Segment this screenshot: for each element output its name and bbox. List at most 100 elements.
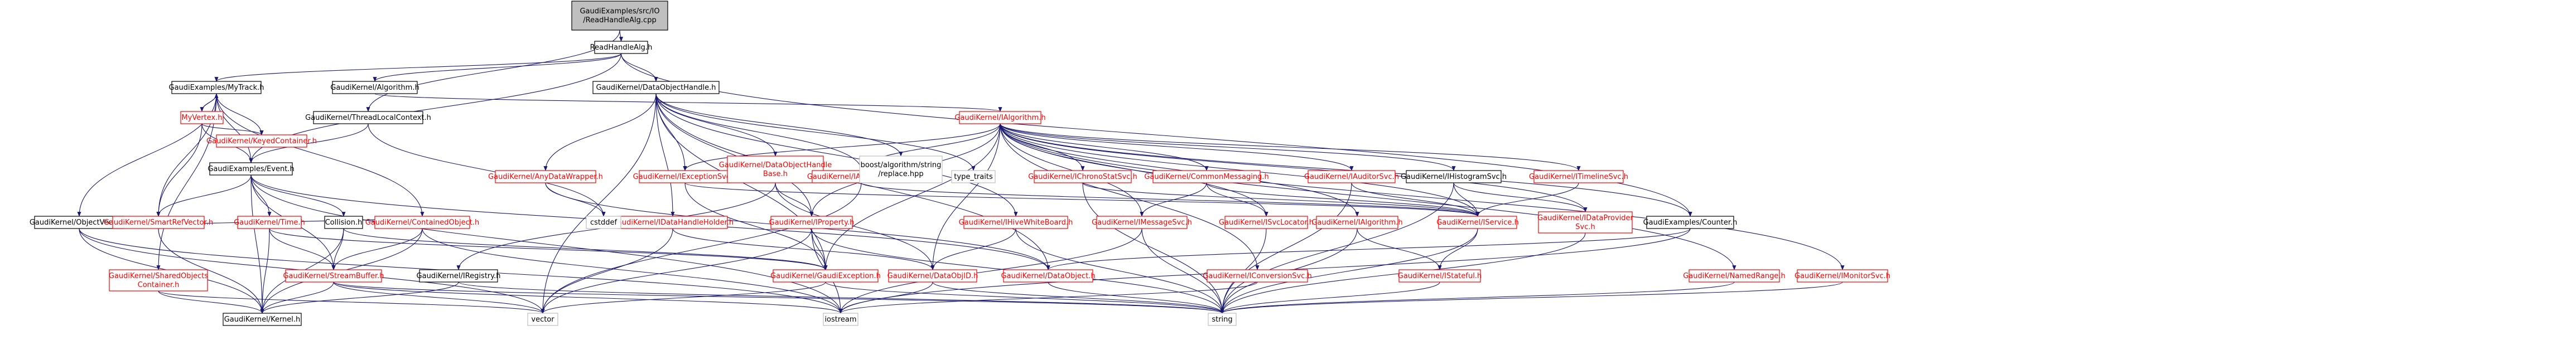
node-box: [594, 41, 648, 54]
node-objectvector[interactable]: GaudiKernel/ObjectVector.h: [30, 216, 129, 229]
edge-sharedobjects-to-kernel: [158, 290, 264, 314]
node-commonmessaging[interactable]: GaudiKernel/CommonMessaging.h: [1144, 170, 1269, 183]
node-box: [1406, 170, 1502, 183]
node-ialgorithm[interactable]: GaudiKernel/IAlgorithm.h: [954, 111, 1046, 124]
node-mytrack[interactable]: GaudiExamples/MyTrack.h: [169, 81, 264, 94]
node-iproperty[interactable]: GaudiKernel/IProperty.h: [769, 216, 855, 229]
edge-itimelinesvc-to-iservice: [1475, 182, 1579, 217]
node-time[interactable]: GaudiKernel/Time.h: [234, 216, 305, 229]
node-box: [527, 313, 558, 326]
edge-streambuffer-to-kernel: [260, 281, 334, 314]
node-label: GaudiKernel/IDataHandleHolder.h: [612, 218, 734, 227]
node-dataobject[interactable]: GaudiKernel/DataObject.h: [1001, 269, 1096, 283]
node-ihistogramsvc[interactable]: GaudiKernel/IHistogramSvc.h: [1401, 170, 1507, 183]
edge-ialgorithm-to-counter: [1000, 123, 1692, 217]
node-label: ReadHandleAlg.h: [590, 43, 653, 52]
node-dohandle[interactable]: GaudiKernel/DataObjectHandle.h: [592, 81, 720, 94]
edge-imonitorsvc-to-string: [1220, 281, 1843, 314]
node-box: [313, 111, 423, 124]
node-label: Base.h: [763, 170, 788, 178]
edge-readhandle-to-dohandle: [620, 53, 658, 82]
edge-ialgorithm-to-iexceptionsvc: [683, 123, 1001, 171]
edge-dohandle-to-anydatawrapper: [543, 93, 657, 171]
node-box: [727, 156, 824, 183]
node-box: [823, 313, 858, 326]
node-kernel[interactable]: GaudiKernel/Kernel.h: [223, 313, 302, 326]
node-imessagesvc[interactable]: GaudiKernel/IMessageSvc.h: [1092, 216, 1192, 229]
edge-ialgorithm-to-gaudiexception: [823, 123, 1001, 270]
node-label: boost/algorithm/string: [861, 161, 942, 169]
edge-ialgorithm-to-isvclocator: [1000, 123, 1268, 217]
node-box: [171, 81, 262, 94]
edge-gaudiexception-to-vector: [541, 281, 826, 314]
edge-ialgorithm-to-iservice: [1000, 123, 1480, 217]
node-event[interactable]: GaudiExamples/Event.h: [208, 162, 295, 176]
node-iconversionsvc[interactable]: GaudiKernel/IConversionSvc.h: [1203, 269, 1312, 283]
node-box: [1152, 170, 1261, 183]
node-label: GaudiKernel/IService.h: [1436, 218, 1519, 227]
node-box: [1207, 269, 1308, 283]
edge-event-to-smartrefvector: [156, 174, 252, 217]
edge-time-to-kernel: [260, 228, 270, 314]
node-iregistry[interactable]: GaudiKernel/IRegistry.h: [417, 269, 501, 283]
node-istateful[interactable]: GaudiKernel/IStateful.h: [1398, 269, 1482, 283]
node-itimelinesvc[interactable]: GaudiKernel/ITimelineSvc.h: [1529, 170, 1628, 183]
node-algorithm[interactable]: GaudiKernel/Algorithm.h: [330, 81, 419, 94]
node-label: GaudiKernel/NamedRange.h: [1683, 272, 1786, 280]
node-keyedcontainer[interactable]: GaudiKernel/KeyedContainer.h: [206, 134, 317, 148]
node-iauditorsvc[interactable]: GaudiKernel/IAuditorSvc.h: [1304, 170, 1399, 183]
node-counter[interactable]: GaudiExamples/Counter.h: [1643, 216, 1738, 229]
edge-ihivewhiteboard-to-string: [1015, 228, 1224, 314]
node-box: [374, 216, 470, 229]
node-streambuffer[interactable]: GaudiKernel/StreamBuffer.h: [283, 269, 384, 283]
node-namedrange[interactable]: GaudiKernel/NamedRange.h: [1683, 269, 1786, 283]
node-box: [1646, 216, 1734, 229]
node-box: [223, 313, 302, 326]
node-dataobjid[interactable]: GaudiKernel/DataObjID.h: [887, 269, 978, 283]
node-containedobject[interactable]: GaudiKernel/ContainedObject.h: [365, 216, 480, 229]
node-box: [1316, 216, 1398, 229]
node-collision[interactable]: Collision.h: [324, 216, 363, 229]
node-label: GaudiKernel/DataObjectHandle: [719, 161, 832, 169]
edge-dohandlebase-to-dataobjid: [775, 182, 935, 270]
node-ihivewhiteboard[interactable]: GaudiKernel/IHiveWhiteBoard.h: [959, 216, 1073, 229]
edge-iregistry-to-string: [458, 281, 1224, 314]
node-box: [571, 1, 668, 31]
node-anydatawrapper[interactable]: GaudiKernel/AnyDataWrapper.h: [488, 170, 603, 183]
node-isvclocator[interactable]: GaudiKernel/ISvcLocator.h: [1219, 216, 1314, 229]
node-box: [773, 269, 879, 283]
edge-imessagesvc-to-string: [1141, 228, 1224, 314]
node-root[interactable]: GaudiExamples/src/IO/ReadHandleAlg.cpp: [571, 1, 668, 31]
node-ialgorithm2[interactable]: GaudiKernel/IAlgorithm.h: [1311, 216, 1403, 229]
node-iservice[interactable]: GaudiKernel/IService.h: [1436, 216, 1519, 229]
node-label: GaudiKernel/IHiveWhiteBoard.h: [959, 218, 1073, 227]
node-iexceptionsvc[interactable]: GaudiKernel/IExceptionSvc.h: [633, 170, 737, 183]
node-readhandle[interactable]: ReadHandleAlg.h: [590, 41, 653, 54]
node-gaudiexception[interactable]: GaudiKernel/GaudiException.h: [770, 269, 881, 283]
edge-iauditorsvc-to-string: [1220, 182, 1352, 314]
node-label: GaudiKernel/GaudiException.h: [770, 272, 881, 280]
node-threadlocal[interactable]: GaudiKernel/ThreadLocalContext.h: [305, 111, 431, 124]
node-label: GaudiKernel/Algorithm.h: [330, 84, 419, 92]
node-label: GaudiKernel/IAlgorithm.h: [1311, 218, 1402, 227]
edge-streambuffer-to-iostream: [333, 281, 843, 314]
edge-iregistry-to-kernel: [260, 281, 459, 314]
edge-streambuffer-to-string: [333, 281, 1224, 314]
edge-ialgorithm-to-namedrange: [1000, 123, 1736, 270]
node-label: iostream: [824, 315, 856, 324]
node-box: [1308, 170, 1396, 183]
node-myvertex[interactable]: MyVertex.h: [180, 111, 224, 124]
node-box: [112, 216, 205, 229]
edge-commonmessaging-to-imessagesvc: [1140, 182, 1207, 217]
edge-ialgcontextsvc-to-vector: [541, 182, 862, 314]
node-ichronostatsvc[interactable]: GaudiKernel/IChronoStatSvc.h: [1028, 170, 1137, 183]
node-smartrefvector[interactable]: GaudiKernel/SmartRefVector.h: [104, 216, 213, 229]
edge-smartrefvector-to-kernel: [158, 228, 264, 314]
edge-iauditorsvc-to-iservice: [1351, 182, 1480, 217]
node-imonitorsvc[interactable]: GaudiKernel/IMonitorSvc.h: [1794, 269, 1890, 283]
node-idatahandleholder[interactable]: GaudiKernel/IDataHandleHolder.h: [612, 216, 734, 229]
edge-containedobject-to-streambuffer: [331, 228, 423, 270]
